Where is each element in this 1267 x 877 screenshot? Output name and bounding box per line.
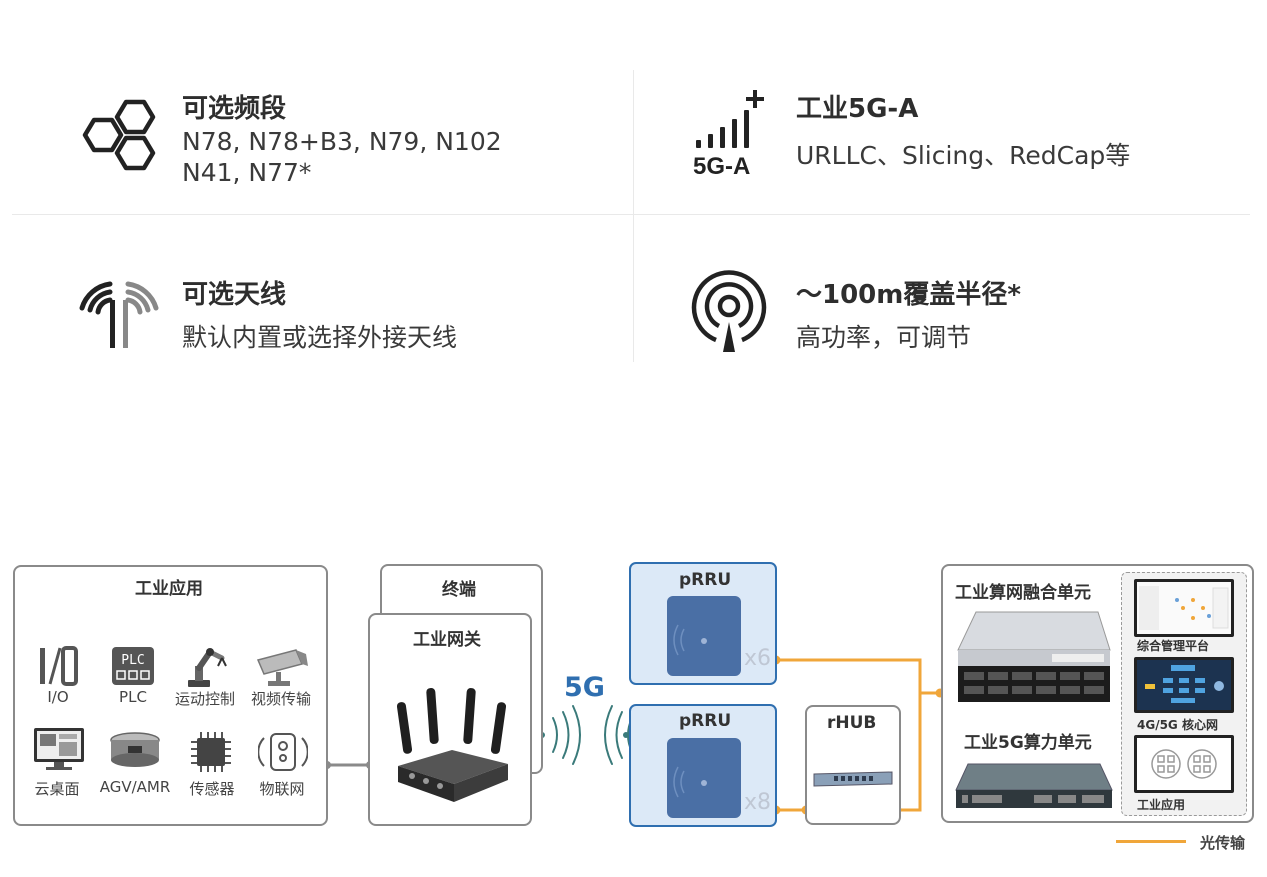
- prru-top-device-icon: [667, 596, 741, 676]
- app-label-iot: 物联网: [259, 780, 305, 798]
- app-label-sensor: 传感器: [189, 780, 235, 798]
- compute-unit-title: 工业5G算力单元: [964, 733, 1092, 753]
- panel-label-industrial-app: 工业应用: [1137, 798, 1186, 812]
- app-label-video: 视频传输: [250, 690, 311, 708]
- feature-title-coverage: ～100m覆盖半径*: [796, 280, 1021, 310]
- grid-divider-horizontal: [12, 214, 1250, 215]
- feature-desc-coverage: 高功率，可调节: [796, 323, 972, 352]
- feature-desc-bands-line1: N78, N78+B3, N79, N102: [182, 127, 502, 156]
- wireless-waves-icon: [552, 705, 633, 765]
- robot-arm-icon: [188, 648, 227, 687]
- management-platform-screen-icon: [1134, 579, 1234, 637]
- agv-icon: [110, 732, 160, 767]
- rhub-device-icon: [813, 771, 893, 787]
- plc-icon-text: PLC: [121, 653, 144, 668]
- fusion-unit-title: 工业算网融合单元: [955, 583, 1091, 603]
- terminal-title: 终端: [442, 580, 476, 600]
- industrial-apps-box: [13, 565, 328, 826]
- gateway-title: 工业网关: [413, 630, 481, 650]
- fusion-server-icon: [957, 611, 1111, 702]
- app-label-io: I/O: [47, 688, 69, 706]
- legend-fiber-label: 光传输: [1200, 834, 1246, 852]
- prru-bottom-device-icon: [667, 738, 741, 818]
- chip-icon: [191, 732, 231, 772]
- fiber-prru-top: [776, 658, 922, 812]
- rhub-box: [805, 705, 901, 825]
- signal-5g-a-icon-text: 5G-A: [693, 153, 750, 180]
- feature-desc-5g-a: URLLC、Slicing、RedCap等: [796, 141, 1131, 170]
- prru-bottom-multiplier: x8: [744, 790, 772, 815]
- prru-top-title: pRRU: [679, 570, 732, 590]
- panel-label-core-network: 4G/5G 核心网: [1137, 718, 1218, 732]
- iot-icon: [258, 733, 308, 771]
- industrial-apps-title: 工业应用: [135, 579, 203, 599]
- panel-label-management: 综合管理平台: [1137, 639, 1210, 653]
- compute-server-icon: [955, 763, 1113, 808]
- app-label-desktop: 云桌面: [34, 780, 80, 798]
- hexagon-cluster-icon: [82, 99, 156, 171]
- feature-desc-antenna: 默认内置或选择外接天线: [182, 323, 458, 352]
- app-label-plc: PLC: [119, 688, 147, 706]
- camera-icon: [256, 649, 308, 686]
- legend-fiber-line: [1116, 840, 1186, 843]
- io-icon: [40, 646, 78, 686]
- prru-bottom-title: pRRU: [679, 711, 732, 731]
- feature-desc-bands-line2: N41, N77*: [182, 158, 312, 187]
- signal-5g-a-icon: 5G-A: [693, 90, 764, 180]
- prru-top-multiplier: x6: [744, 646, 772, 671]
- core-network-screen-icon: [1134, 657, 1234, 713]
- app-label-motion: 运动控制: [174, 690, 235, 708]
- app-label-agv: AGV/AMR: [99, 778, 171, 796]
- feature-title-antenna: 可选天线: [182, 280, 287, 310]
- wireless-5g-label: 5G: [564, 672, 605, 703]
- coverage-radius-icon: [691, 270, 767, 352]
- feature-title-bands: 可选频段: [182, 94, 287, 124]
- industrial-gateway-device-icon: [396, 687, 508, 802]
- rhub-title: rHUB: [827, 713, 877, 733]
- plc-icon: PLC: [112, 647, 154, 685]
- antenna-icon: [79, 281, 159, 348]
- monitor-icon: [34, 728, 84, 770]
- grid-divider-vertical: [633, 70, 634, 362]
- feature-title-5g-a: 工业5G-A: [796, 94, 919, 124]
- industrial-app-screen-icon: [1134, 735, 1234, 793]
